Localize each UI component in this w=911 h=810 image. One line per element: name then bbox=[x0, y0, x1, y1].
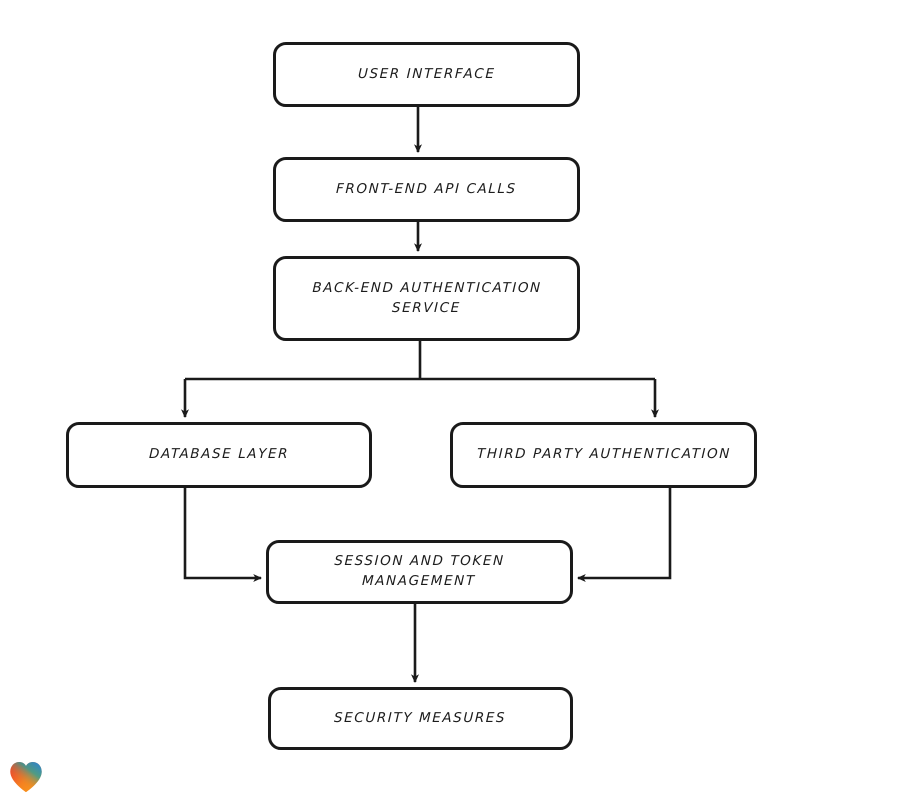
node-label-database-layer: Database Layer bbox=[148, 446, 290, 463]
node-label-user-interface: User Interface bbox=[357, 65, 496, 82]
node-third-party-auth[interactable]: Third Party Authentication bbox=[450, 422, 757, 488]
heart-icon bbox=[10, 762, 42, 793]
node-database-layer[interactable]: Database Layer bbox=[66, 422, 372, 488]
node-front-end-api-calls[interactable]: Front-End API Calls bbox=[273, 157, 580, 222]
node-label-front-end-api-calls: Front-End API Calls bbox=[335, 180, 518, 197]
node-label-session-token-mgmt: Session and Token Management bbox=[334, 553, 506, 589]
node-security-measures[interactable]: Security Measures bbox=[268, 687, 573, 750]
edge-database-to-session bbox=[183, 488, 263, 582]
node-user-interface[interactable]: User Interface bbox=[273, 42, 580, 107]
node-label-back-end-auth-service: Back-End Authentication Service bbox=[311, 279, 542, 316]
edge-thirdparty-to-session bbox=[576, 488, 672, 582]
node-back-end-auth-service[interactable]: Back-End Authentication Service bbox=[273, 256, 580, 341]
node-session-token-mgmt[interactable]: Session and Token Management bbox=[266, 540, 573, 604]
node-label-security-measures: Security Measures bbox=[334, 709, 507, 726]
node-label-third-party-auth: Third Party Authentication bbox=[476, 446, 731, 463]
